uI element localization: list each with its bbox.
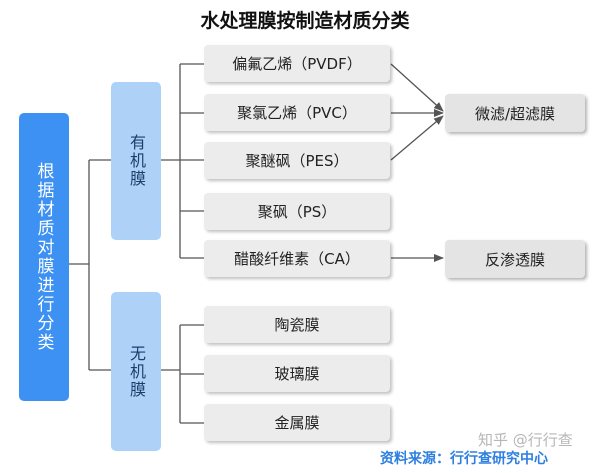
root-bracket bbox=[69, 159, 111, 371]
arrow-pvdf bbox=[390, 63, 444, 112]
result-ro: 反渗透膜 bbox=[445, 240, 585, 278]
inorganic-bracket bbox=[161, 324, 204, 424]
item-ceramic: 陶瓷膜 bbox=[204, 306, 390, 343]
item-ps: 聚砜（PS） bbox=[204, 193, 390, 230]
root-node: 根据材质对膜进行分类 bbox=[19, 113, 69, 401]
item-pvc: 聚氯乙烯（PVC） bbox=[204, 94, 390, 131]
diagram-title: 水处理膜按制造材质分类 bbox=[200, 10, 410, 32]
result-mf-uf: 微滤/超滤膜 bbox=[445, 94, 585, 132]
category-inorganic: 无机膜 bbox=[111, 292, 161, 451]
watermark: 知乎 @行行查 bbox=[478, 431, 573, 449]
source-note: 资料来源：行行查研究中心 bbox=[380, 451, 548, 467]
category-organic: 有机膜 bbox=[111, 82, 161, 240]
item-metal: 金属膜 bbox=[204, 404, 390, 441]
item-ca: 醋酸纤维素（CA） bbox=[204, 240, 390, 277]
item-pes: 聚醚砜（PES） bbox=[204, 142, 390, 179]
organic-bracket bbox=[161, 63, 204, 259]
item-pvdf: 偏氟乙烯（PVDF） bbox=[204, 45, 390, 82]
arrow-pes bbox=[390, 115, 444, 161]
item-glass: 玻璃膜 bbox=[204, 355, 390, 392]
